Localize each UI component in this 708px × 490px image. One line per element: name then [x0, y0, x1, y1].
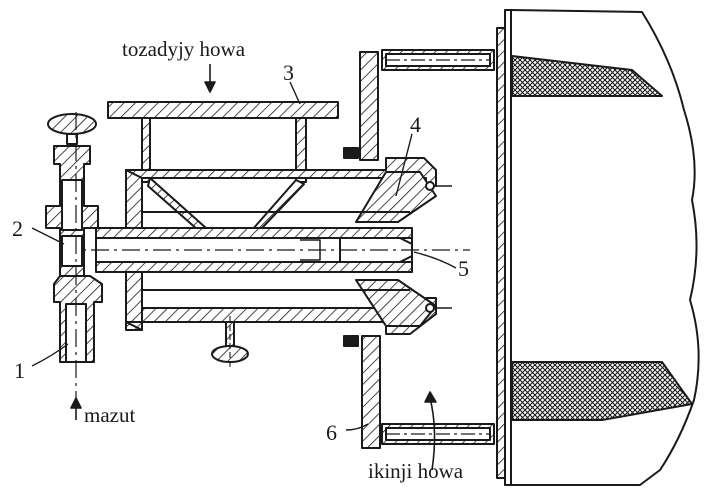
primary-air-label: tozadyjy howa: [122, 37, 246, 61]
refractory-block-top: [511, 55, 663, 97]
bolt-studs: [343, 147, 452, 347]
leader-lines: [31, 81, 457, 431]
upper-mount: [359, 49, 495, 161]
callout-3: 3: [283, 60, 294, 85]
adjusting-screw: [211, 316, 249, 370]
callout-1: 1: [14, 358, 25, 383]
callout-6: 6: [326, 420, 337, 445]
callout-4: 4: [410, 112, 421, 137]
secondary-air-label: ikinji howa: [368, 459, 464, 483]
furnace-wall: [496, 9, 512, 486]
furnace-chamber: [510, 9, 700, 486]
swirler: [355, 171, 437, 327]
fuel-label: mazut: [84, 403, 135, 427]
lower-mount: [361, 335, 495, 449]
callout-2: 2: [12, 216, 23, 241]
fuel-lance: [60, 227, 470, 273]
refractory-block-bottom: [511, 361, 693, 421]
flow-arrows: [70, 64, 437, 471]
fuel-valve: [45, 112, 103, 400]
callout-5: 5: [458, 256, 469, 281]
